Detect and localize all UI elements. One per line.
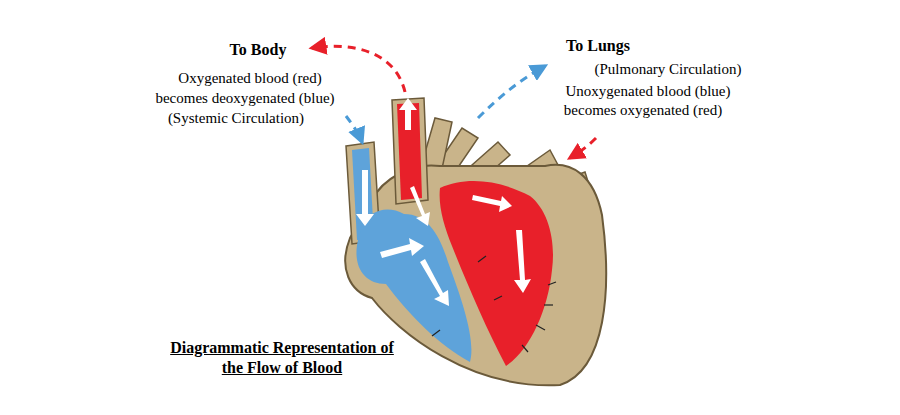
diagram-title: Diagrammatic Representation of the Flow … — [164, 338, 400, 378]
flow-arrows — [356, 98, 531, 306]
left-chambers — [440, 181, 553, 366]
from-body-arrow — [346, 116, 362, 142]
from-lungs-arrow — [570, 138, 596, 158]
note-label: becomes oxygenated (red) — [564, 101, 722, 119]
to-body-arrow — [312, 46, 405, 92]
note-label: (Pulmonary Circulation) — [594, 60, 741, 78]
to-lungs-arrow — [478, 66, 545, 118]
note-label: (Systemic Circulation) — [168, 109, 304, 127]
chordae — [432, 256, 556, 352]
note-label: Oxygenated blood (red) — [178, 69, 321, 87]
heading-label: To Body — [230, 40, 287, 59]
heading-label: To Lungs — [566, 36, 630, 55]
note-label: Unoxygenated blood (blue) — [566, 82, 731, 100]
aorta — [392, 98, 428, 204]
note-label: becomes deoxygenated (blue) — [155, 89, 334, 107]
